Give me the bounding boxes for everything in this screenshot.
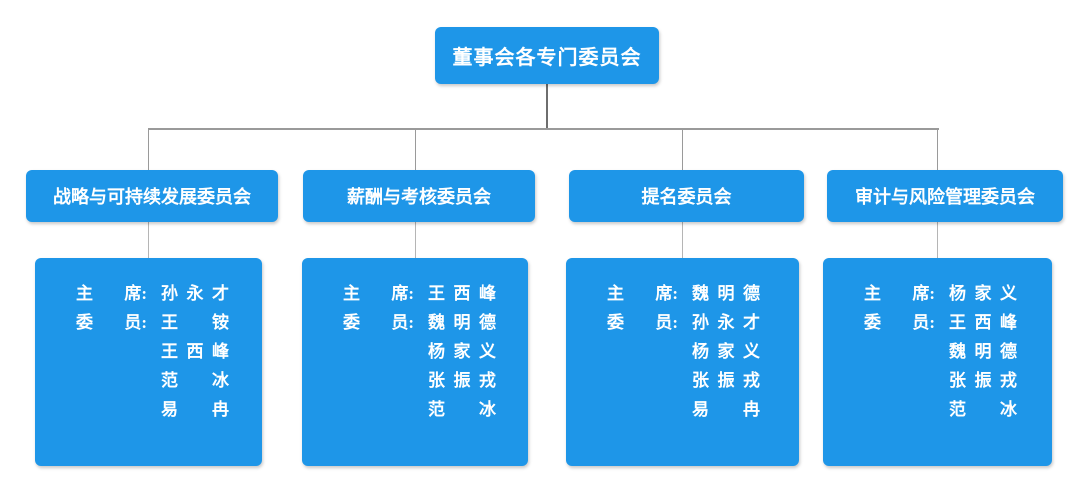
member-list: 主席: 杨家义 委员: 王西峰 魏明德 张振戎 范冰 bbox=[823, 258, 1052, 424]
member-row: 委员: 孙永才 bbox=[607, 308, 799, 337]
member-list: 主席: 王西峰 委员: 魏明德 杨家义 张振戎 范冰 bbox=[302, 258, 528, 424]
member-list: 主席: 孙永才 委员: 王铵 王西峰 范冰 易冉 bbox=[35, 258, 262, 424]
chair-name: 孙永才 bbox=[161, 284, 229, 303]
member-name: 范冰 bbox=[161, 371, 229, 390]
member-name: 魏明德 bbox=[428, 313, 496, 332]
member-label: 委员: bbox=[76, 313, 147, 332]
committee-title: 战略与可持续发展委员会 bbox=[53, 187, 251, 207]
member-row: 范冰 bbox=[864, 395, 1052, 424]
member-name: 王西峰 bbox=[161, 342, 229, 361]
committee-title: 审计与风险管理委员会 bbox=[855, 187, 1035, 207]
detail-connector-4 bbox=[937, 222, 938, 258]
detail-connector-1 bbox=[148, 222, 149, 258]
member-name: 张振戎 bbox=[428, 371, 496, 390]
member-row: 张振戎 bbox=[343, 366, 528, 395]
detail-node-remuneration: 主席: 王西峰 委员: 魏明德 杨家义 张振戎 范冰 bbox=[302, 258, 528, 466]
chair-label: 主席: bbox=[76, 284, 147, 303]
chair-label: 主席: bbox=[343, 284, 414, 303]
member-name: 魏明德 bbox=[949, 342, 1017, 361]
member-name: 杨家义 bbox=[692, 342, 760, 361]
member-name: 王铵 bbox=[161, 313, 229, 332]
member-name: 杨家义 bbox=[428, 342, 496, 361]
root-node-title: 董事会各专门委员会 bbox=[452, 47, 642, 69]
member-name: 易冉 bbox=[692, 400, 760, 419]
committee-node-strategy: 战略与可持续发展委员会 bbox=[26, 170, 278, 222]
member-row: 杨家义 bbox=[607, 337, 799, 366]
member-row: 张振戎 bbox=[607, 366, 799, 395]
member-row: 易冉 bbox=[76, 395, 262, 424]
detail-connector-3 bbox=[682, 222, 683, 258]
chair-label: 主席: bbox=[607, 284, 678, 303]
member-name: 范冰 bbox=[949, 400, 1017, 419]
committee-node-remuneration: 薪酬与考核委员会 bbox=[303, 170, 535, 222]
root-stem-connector bbox=[546, 84, 548, 129]
member-list: 主席: 魏明德 委员: 孙永才 杨家义 张振戎 易冉 bbox=[566, 258, 799, 424]
horizontal-connector bbox=[148, 128, 939, 130]
chair-label: 主席: bbox=[864, 284, 935, 303]
committee-title: 提名委员会 bbox=[641, 187, 732, 207]
drop-connector-4 bbox=[937, 130, 938, 170]
member-name: 范冰 bbox=[428, 400, 496, 419]
member-row: 范冰 bbox=[343, 395, 528, 424]
member-label: 委员: bbox=[343, 313, 414, 332]
member-row: 委员: 王铵 bbox=[76, 308, 262, 337]
member-row: 易冉 bbox=[607, 395, 799, 424]
detail-node-strategy: 主席: 孙永才 委员: 王铵 王西峰 范冰 易冉 bbox=[35, 258, 262, 466]
member-label: 委员: bbox=[864, 313, 935, 332]
chair-row: 主席: 王西峰 bbox=[343, 279, 528, 308]
member-name: 张振戎 bbox=[949, 371, 1017, 390]
root-node: 董事会各专门委员会 bbox=[435, 27, 659, 84]
drop-connector-2 bbox=[415, 130, 416, 170]
member-name: 王西峰 bbox=[949, 313, 1017, 332]
chair-row: 主席: 魏明德 bbox=[607, 279, 799, 308]
member-row: 范冰 bbox=[76, 366, 262, 395]
member-label: 委员: bbox=[607, 313, 678, 332]
chair-row: 主席: 杨家义 bbox=[864, 279, 1052, 308]
chair-name: 杨家义 bbox=[949, 284, 1017, 303]
chair-name: 王西峰 bbox=[428, 284, 496, 303]
member-row: 魏明德 bbox=[864, 337, 1052, 366]
member-row: 杨家义 bbox=[343, 337, 528, 366]
member-row: 张振戎 bbox=[864, 366, 1052, 395]
committee-node-nomination: 提名委员会 bbox=[569, 170, 804, 222]
detail-node-audit: 主席: 杨家义 委员: 王西峰 魏明德 张振戎 范冰 bbox=[823, 258, 1052, 466]
chair-name: 魏明德 bbox=[692, 284, 760, 303]
member-row: 王西峰 bbox=[76, 337, 262, 366]
member-name: 孙永才 bbox=[692, 313, 760, 332]
member-name: 易冉 bbox=[161, 400, 229, 419]
member-row: 委员: 魏明德 bbox=[343, 308, 528, 337]
committee-node-audit: 审计与风险管理委员会 bbox=[827, 170, 1063, 222]
detail-connector-2 bbox=[415, 222, 416, 258]
member-row: 委员: 王西峰 bbox=[864, 308, 1052, 337]
chair-row: 主席: 孙永才 bbox=[76, 279, 262, 308]
detail-node-nomination: 主席: 魏明德 委员: 孙永才 杨家义 张振戎 易冉 bbox=[566, 258, 799, 466]
member-name: 张振戎 bbox=[692, 371, 760, 390]
drop-connector-3 bbox=[682, 130, 683, 170]
drop-connector-1 bbox=[148, 130, 149, 170]
committee-title: 薪酬与考核委员会 bbox=[347, 187, 491, 207]
